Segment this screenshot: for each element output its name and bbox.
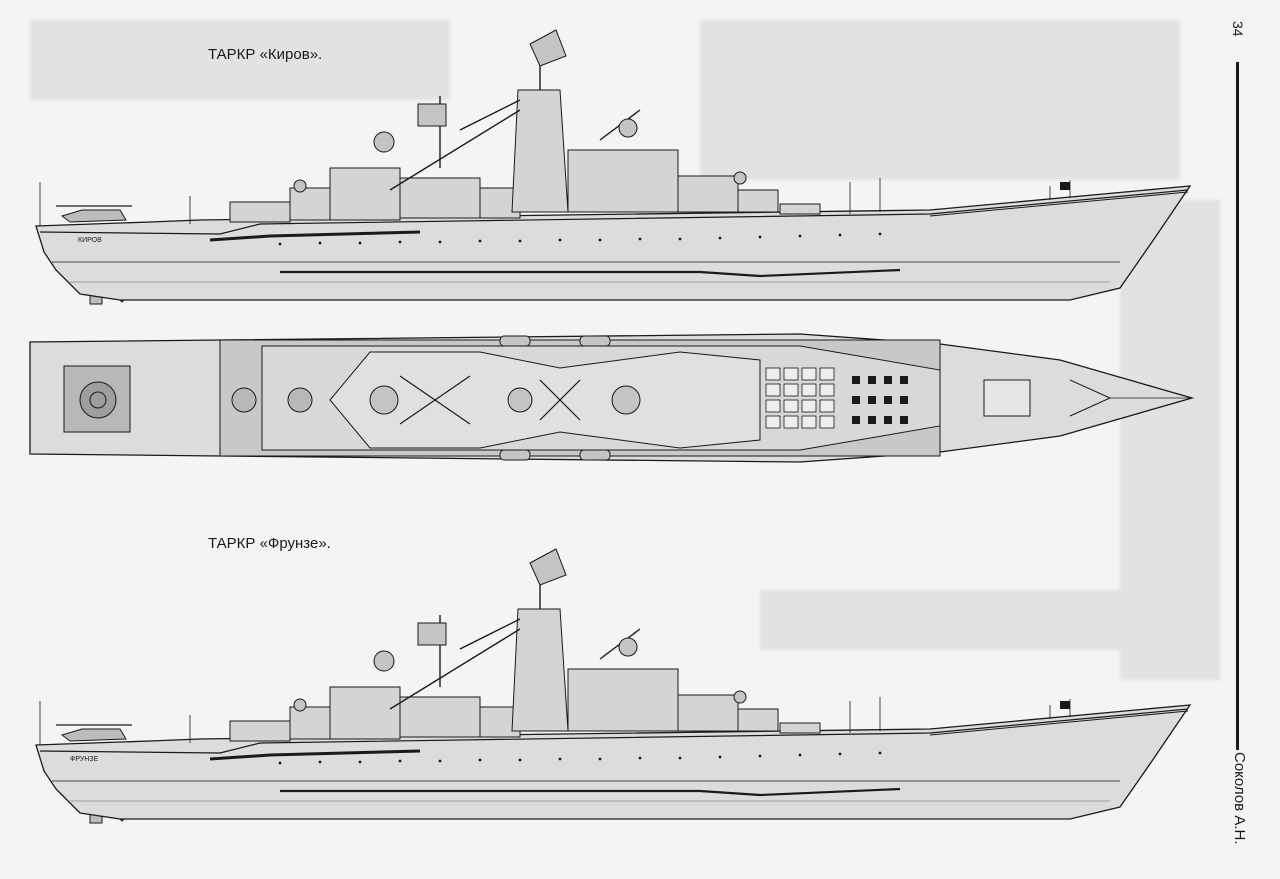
show-through-block [760,590,1180,650]
frunze-side-view: ФРУНЗЕ [34,547,1192,825]
kirov-plan-view [29,333,1195,463]
margin-rule [1236,62,1239,750]
kirov-caption: ТАРКР «Киров». [208,46,323,63]
show-through-block [30,20,450,100]
kirov-side-view: КИРОВ [34,28,1192,306]
frunze-caption: ТАРКР «Фрунзе». [208,535,331,552]
show-through-block [700,20,1180,180]
page-number: 34 [1230,21,1246,37]
frunze-hull-name: ФРУНЗЕ [70,756,99,763]
author-name: Соколов А.Н. [1231,752,1248,845]
kirov-hull-name: КИРОВ [78,237,102,244]
